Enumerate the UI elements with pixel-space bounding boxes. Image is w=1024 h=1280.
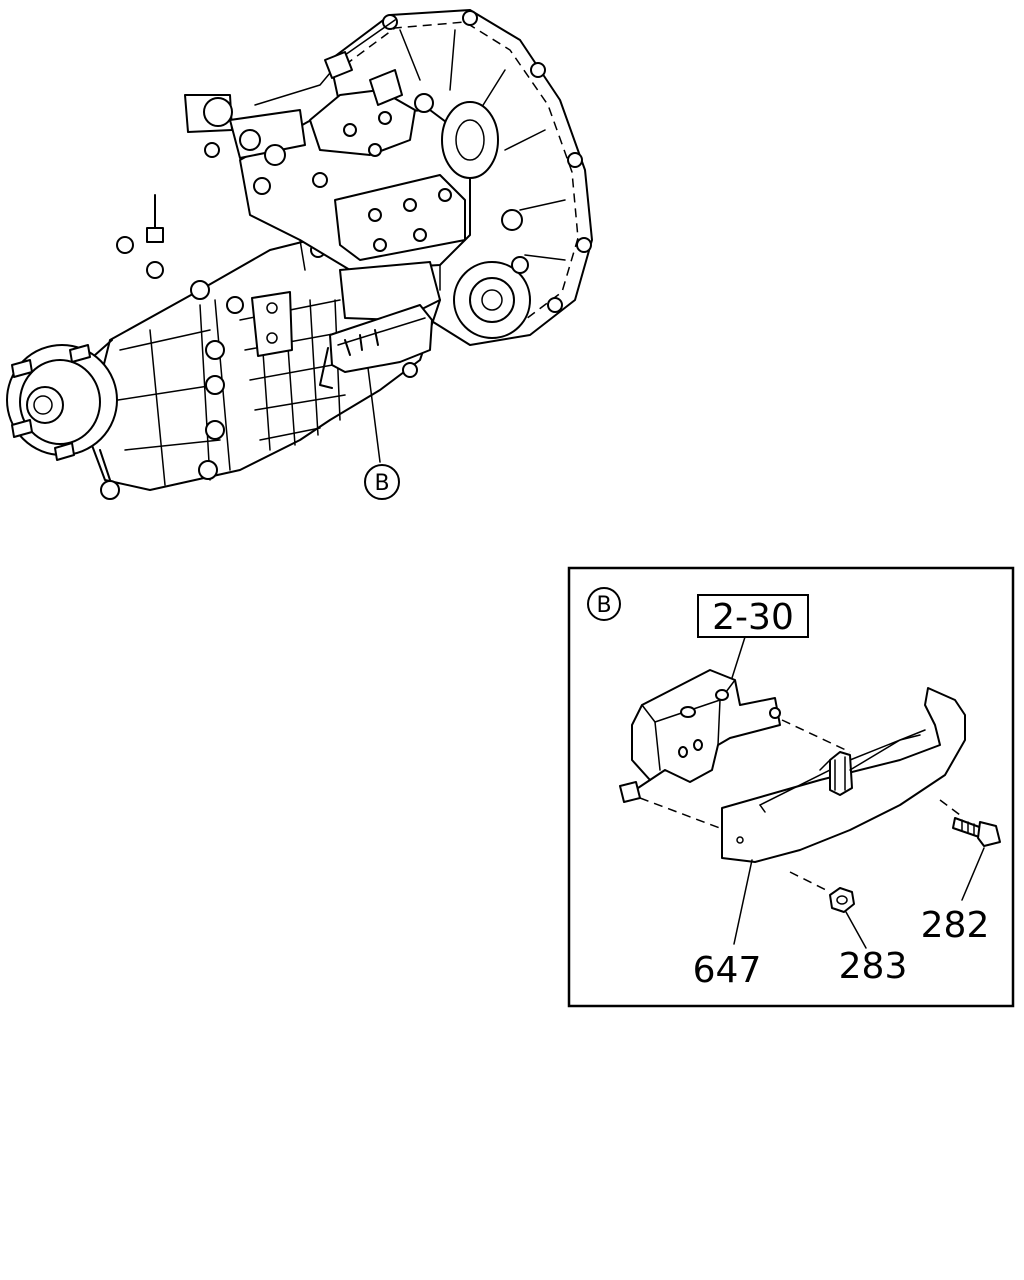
- detail-letter: B: [596, 593, 611, 618]
- output-flange: [6, 339, 118, 481]
- bolt-part-282: [939, 799, 1001, 901]
- guard-part-647: [721, 687, 966, 863]
- detail-marker-b: B: [587, 587, 621, 621]
- mounting-bracket: [619, 669, 851, 831]
- shift-valve-assembly: [184, 19, 403, 166]
- guard-bracket-location: [319, 304, 433, 389]
- label-bolt: 282: [921, 905, 990, 946]
- leader-647: [733, 859, 753, 945]
- callout-letter: B: [374, 471, 389, 496]
- label-nut: 283: [839, 946, 908, 987]
- reference-label: 2-30: [712, 597, 794, 638]
- transmission-assembly: [6, 9, 593, 500]
- reference-box: 2-30: [697, 594, 809, 701]
- nut-part-283: [789, 871, 867, 949]
- detail-view-b: B 2-30: [567, 566, 1015, 1008]
- label-guard: 647: [693, 950, 762, 991]
- detail-frame: [567, 566, 1015, 1008]
- callout-marker-b: B: [364, 464, 400, 500]
- shift-tower: [239, 89, 499, 321]
- breather-tube: [146, 194, 164, 243]
- callout-leader-line: [367, 367, 381, 463]
